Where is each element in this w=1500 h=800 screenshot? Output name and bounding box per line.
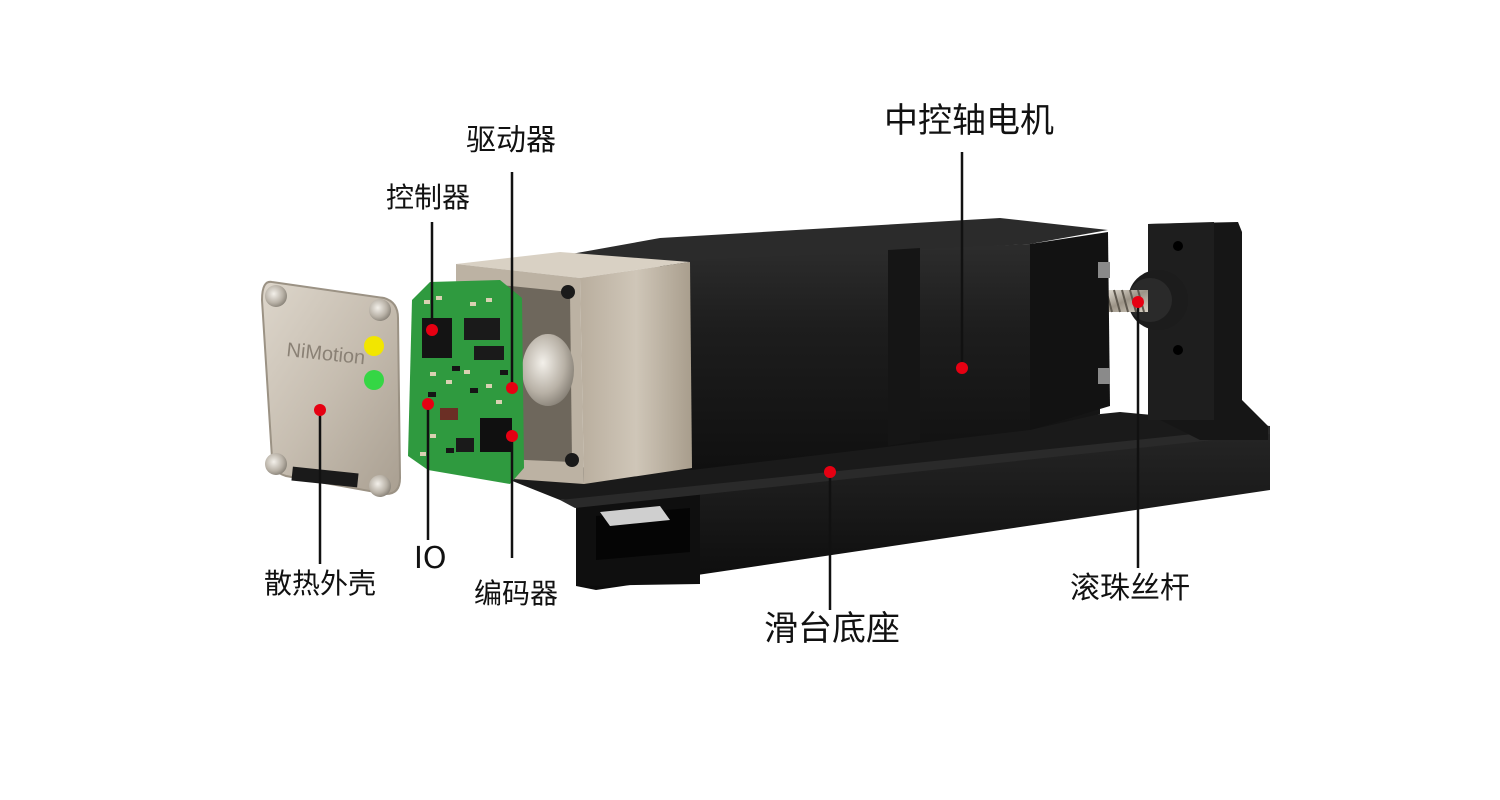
pcb-board	[408, 280, 524, 484]
label-controller: 控制器	[386, 181, 471, 214]
label-motor: 中控轴电机	[884, 101, 1054, 141]
marker-encoder	[506, 430, 518, 442]
housing-top	[456, 252, 690, 278]
rear-screw	[1098, 262, 1110, 278]
marker-ball-screw	[1132, 296, 1144, 308]
housing-screw	[561, 285, 575, 299]
small-ic	[456, 438, 474, 452]
driver-ic	[464, 318, 500, 340]
rail-highlight	[600, 506, 670, 526]
housing-screw	[565, 453, 579, 467]
io-connector	[291, 466, 359, 488]
carriage-plate	[500, 412, 1270, 500]
label-encoder: 编码器	[474, 577, 559, 610]
bracket-hole	[1173, 241, 1183, 251]
marker-slide-base	[824, 466, 836, 478]
slide-base	[500, 222, 1270, 590]
marker-housing	[314, 404, 326, 416]
motor-side	[660, 236, 1100, 470]
bracket-hole	[1173, 345, 1183, 355]
led-yellow	[364, 336, 384, 356]
marker-io	[422, 398, 434, 410]
encoder-hub	[522, 334, 574, 406]
marker-motor	[956, 362, 968, 374]
led-green	[364, 370, 384, 390]
motor-top	[560, 218, 1108, 264]
label-io: IO	[414, 541, 447, 576]
plate-screw	[369, 475, 391, 497]
carriage-edge	[560, 426, 1270, 508]
plate-screw	[369, 299, 391, 321]
motor	[560, 218, 1110, 470]
label-housing: 散热外壳	[264, 567, 377, 600]
heatsink-housing: NiMotion	[260, 280, 402, 497]
label-slide-base: 滑台底座	[764, 609, 900, 649]
label-driver: 驱动器	[466, 123, 556, 158]
rear-screw	[1098, 368, 1110, 384]
plate-screw	[265, 285, 287, 307]
label-ball-screw: 滚珠丝杆	[1070, 571, 1190, 606]
plate-screw	[265, 453, 287, 475]
base-body-lower	[576, 426, 1270, 590]
crystal	[440, 408, 458, 420]
mcu-chip	[422, 318, 452, 358]
small-ic	[474, 346, 504, 360]
housing-side	[580, 262, 692, 484]
marker-controller	[426, 324, 438, 336]
marker-driver	[506, 382, 518, 394]
motor-rear-cap	[1030, 232, 1110, 430]
motor-band	[888, 248, 920, 446]
